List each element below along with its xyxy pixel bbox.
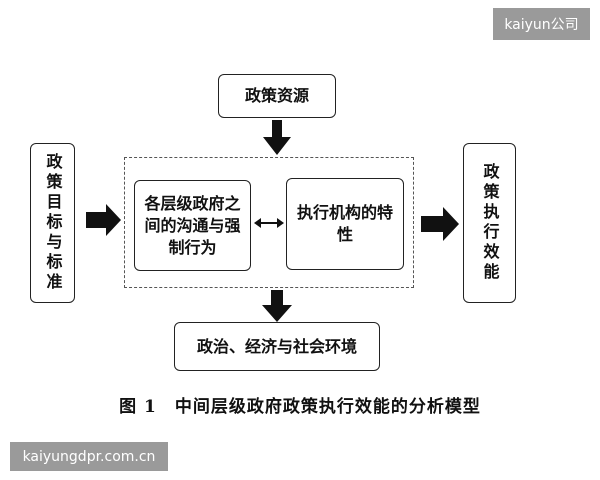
watermark-bottom-left: kaiyungdpr.com.cn (10, 442, 168, 471)
agency-characteristics-box: 执行机构的特性 (286, 178, 404, 270)
arrow-efficacy-right (421, 207, 459, 241)
environment-box: 政治、经济与社会环境 (174, 322, 380, 371)
arrow-goals-right (86, 204, 121, 236)
arrow-resources-down (263, 120, 291, 155)
policy-efficacy-box: 政策执行效能 (463, 143, 516, 303)
communication-box: 各层级政府之间的沟通与强制行为 (134, 180, 251, 271)
policy-goals-box: 政策目标与标准 (30, 143, 75, 303)
implementation-region (124, 157, 414, 288)
watermark-top-right: kaiyun公司 (493, 8, 590, 40)
policy-resources-box: 政策资源 (218, 74, 336, 118)
arrow-environment-down (262, 290, 292, 322)
figure-caption: 图 1 中间层级政府政策执行效能的分析模型 (119, 397, 481, 417)
